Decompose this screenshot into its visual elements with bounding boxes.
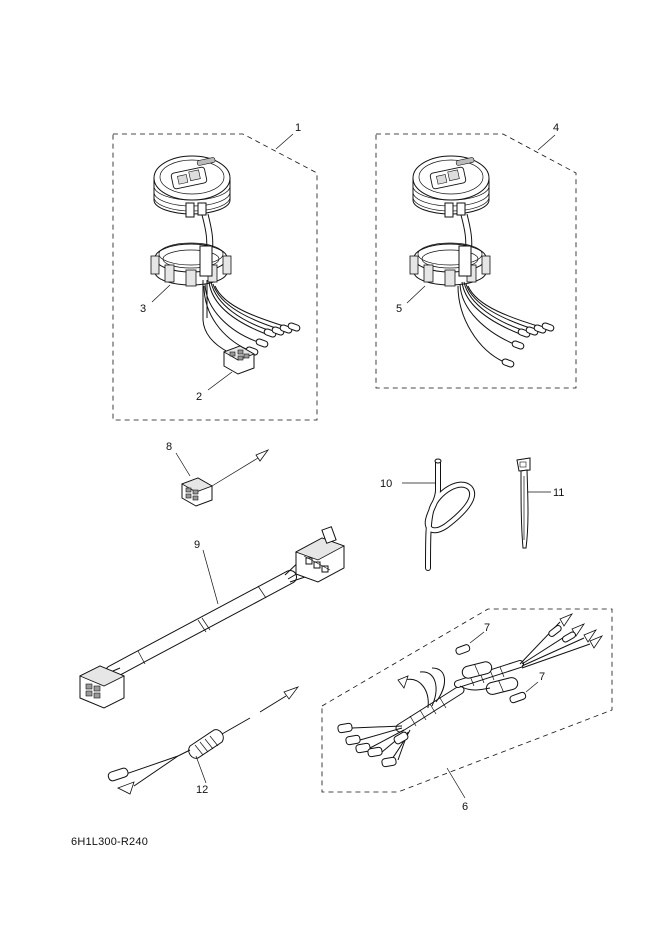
gauge-1 xyxy=(153,155,231,218)
gauge-4 xyxy=(412,155,490,218)
group-1-dashed-boundary xyxy=(112,133,318,421)
callout-4: 4 xyxy=(553,122,559,134)
part-11-cable-tie: 11 xyxy=(516,457,564,549)
part-group-4: 4 5 xyxy=(375,122,577,389)
callout-6: 6 xyxy=(462,801,468,813)
part-group-6: 6 xyxy=(321,608,613,813)
callout-2: 2 xyxy=(196,391,202,403)
callout-3: 3 xyxy=(140,303,146,315)
retaining-nut-3 xyxy=(150,242,232,287)
part-8-coupler: 8 xyxy=(166,441,270,507)
callout-10: 10 xyxy=(380,478,392,490)
wire-harness-4 xyxy=(457,281,555,368)
group-4-dashed-boundary xyxy=(375,133,577,389)
callout-11: 11 xyxy=(553,487,564,499)
callout-12: 12 xyxy=(196,784,208,796)
callout-8: 8 xyxy=(166,441,172,453)
part-10-tube: 10 xyxy=(380,458,475,571)
callout-1: 1 xyxy=(295,122,301,134)
callout-7-upper: 7 xyxy=(484,622,490,634)
part-group-1: 1 3 2 xyxy=(112,122,318,421)
part-9-extension-harness: 9 xyxy=(79,526,345,709)
drawing-code: 6H1L300-R240 xyxy=(71,836,149,848)
wire-harness-1 xyxy=(202,280,301,356)
group-6-dashed-boundary xyxy=(321,608,613,793)
part-7-fuse-lower: 7 xyxy=(509,671,545,704)
callout-7-lower: 7 xyxy=(539,671,545,683)
part-12-pigtail-lead: 12 xyxy=(107,686,300,796)
part-9-coupler xyxy=(79,665,125,709)
retaining-nut-5 xyxy=(409,242,491,287)
callout-9: 9 xyxy=(194,539,200,551)
part-9-waterproof-connector xyxy=(295,526,345,583)
part-7-fuse-upper: 7 xyxy=(455,622,490,655)
coupler-2 xyxy=(223,345,255,375)
callout-5: 5 xyxy=(396,303,402,315)
